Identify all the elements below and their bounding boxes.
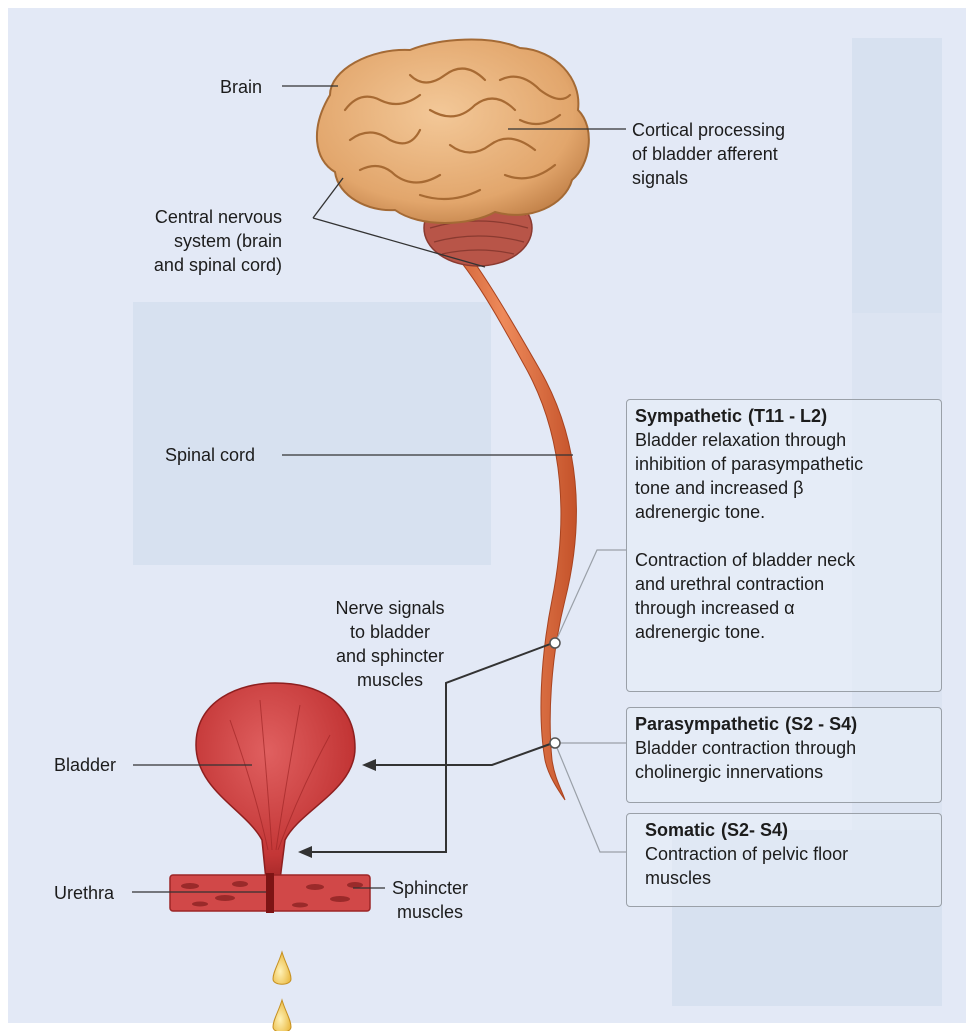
sympathetic-box: Sympathetic (T11 - L2) Bladder relaxatio… [626,399,942,692]
label-urethra: Urethra [54,881,114,905]
junction-parasympathetic [550,738,560,748]
sympathetic-range: (T11 - L2) [748,404,827,428]
somatic-range: (S2- S4) [721,818,788,842]
parasympathetic-title: Parasympathetic [635,712,779,736]
brain-shape [317,40,589,223]
background-panel-right [852,38,942,313]
label-sphincter-muscles: Sphincter muscles [380,876,480,924]
urethra-channel [266,873,274,913]
label-cortical-processing: Cortical processing of bladder afferent … [632,118,785,190]
somatic-title: Somatic [645,818,715,842]
label-nerve-signals: Nerve signals to bladder and sphincter m… [310,596,470,692]
junction-sympathetic [550,638,560,648]
somatic-box: Somatic (S2- S4) Contraction of pelvic f… [626,813,942,907]
label-cns: Central nervous system (brain and spinal… [100,205,282,277]
parasympathetic-box: Parasympathetic (S2 - S4) Bladder contra… [626,707,942,803]
parasympathetic-range: (S2 - S4) [785,712,857,736]
sympathetic-title: Sympathetic [635,404,742,428]
label-bladder: Bladder [54,753,116,777]
label-spinal-cord: Spinal cord [165,443,255,467]
label-brain: Brain [220,75,262,99]
background-panel-left [133,302,491,565]
